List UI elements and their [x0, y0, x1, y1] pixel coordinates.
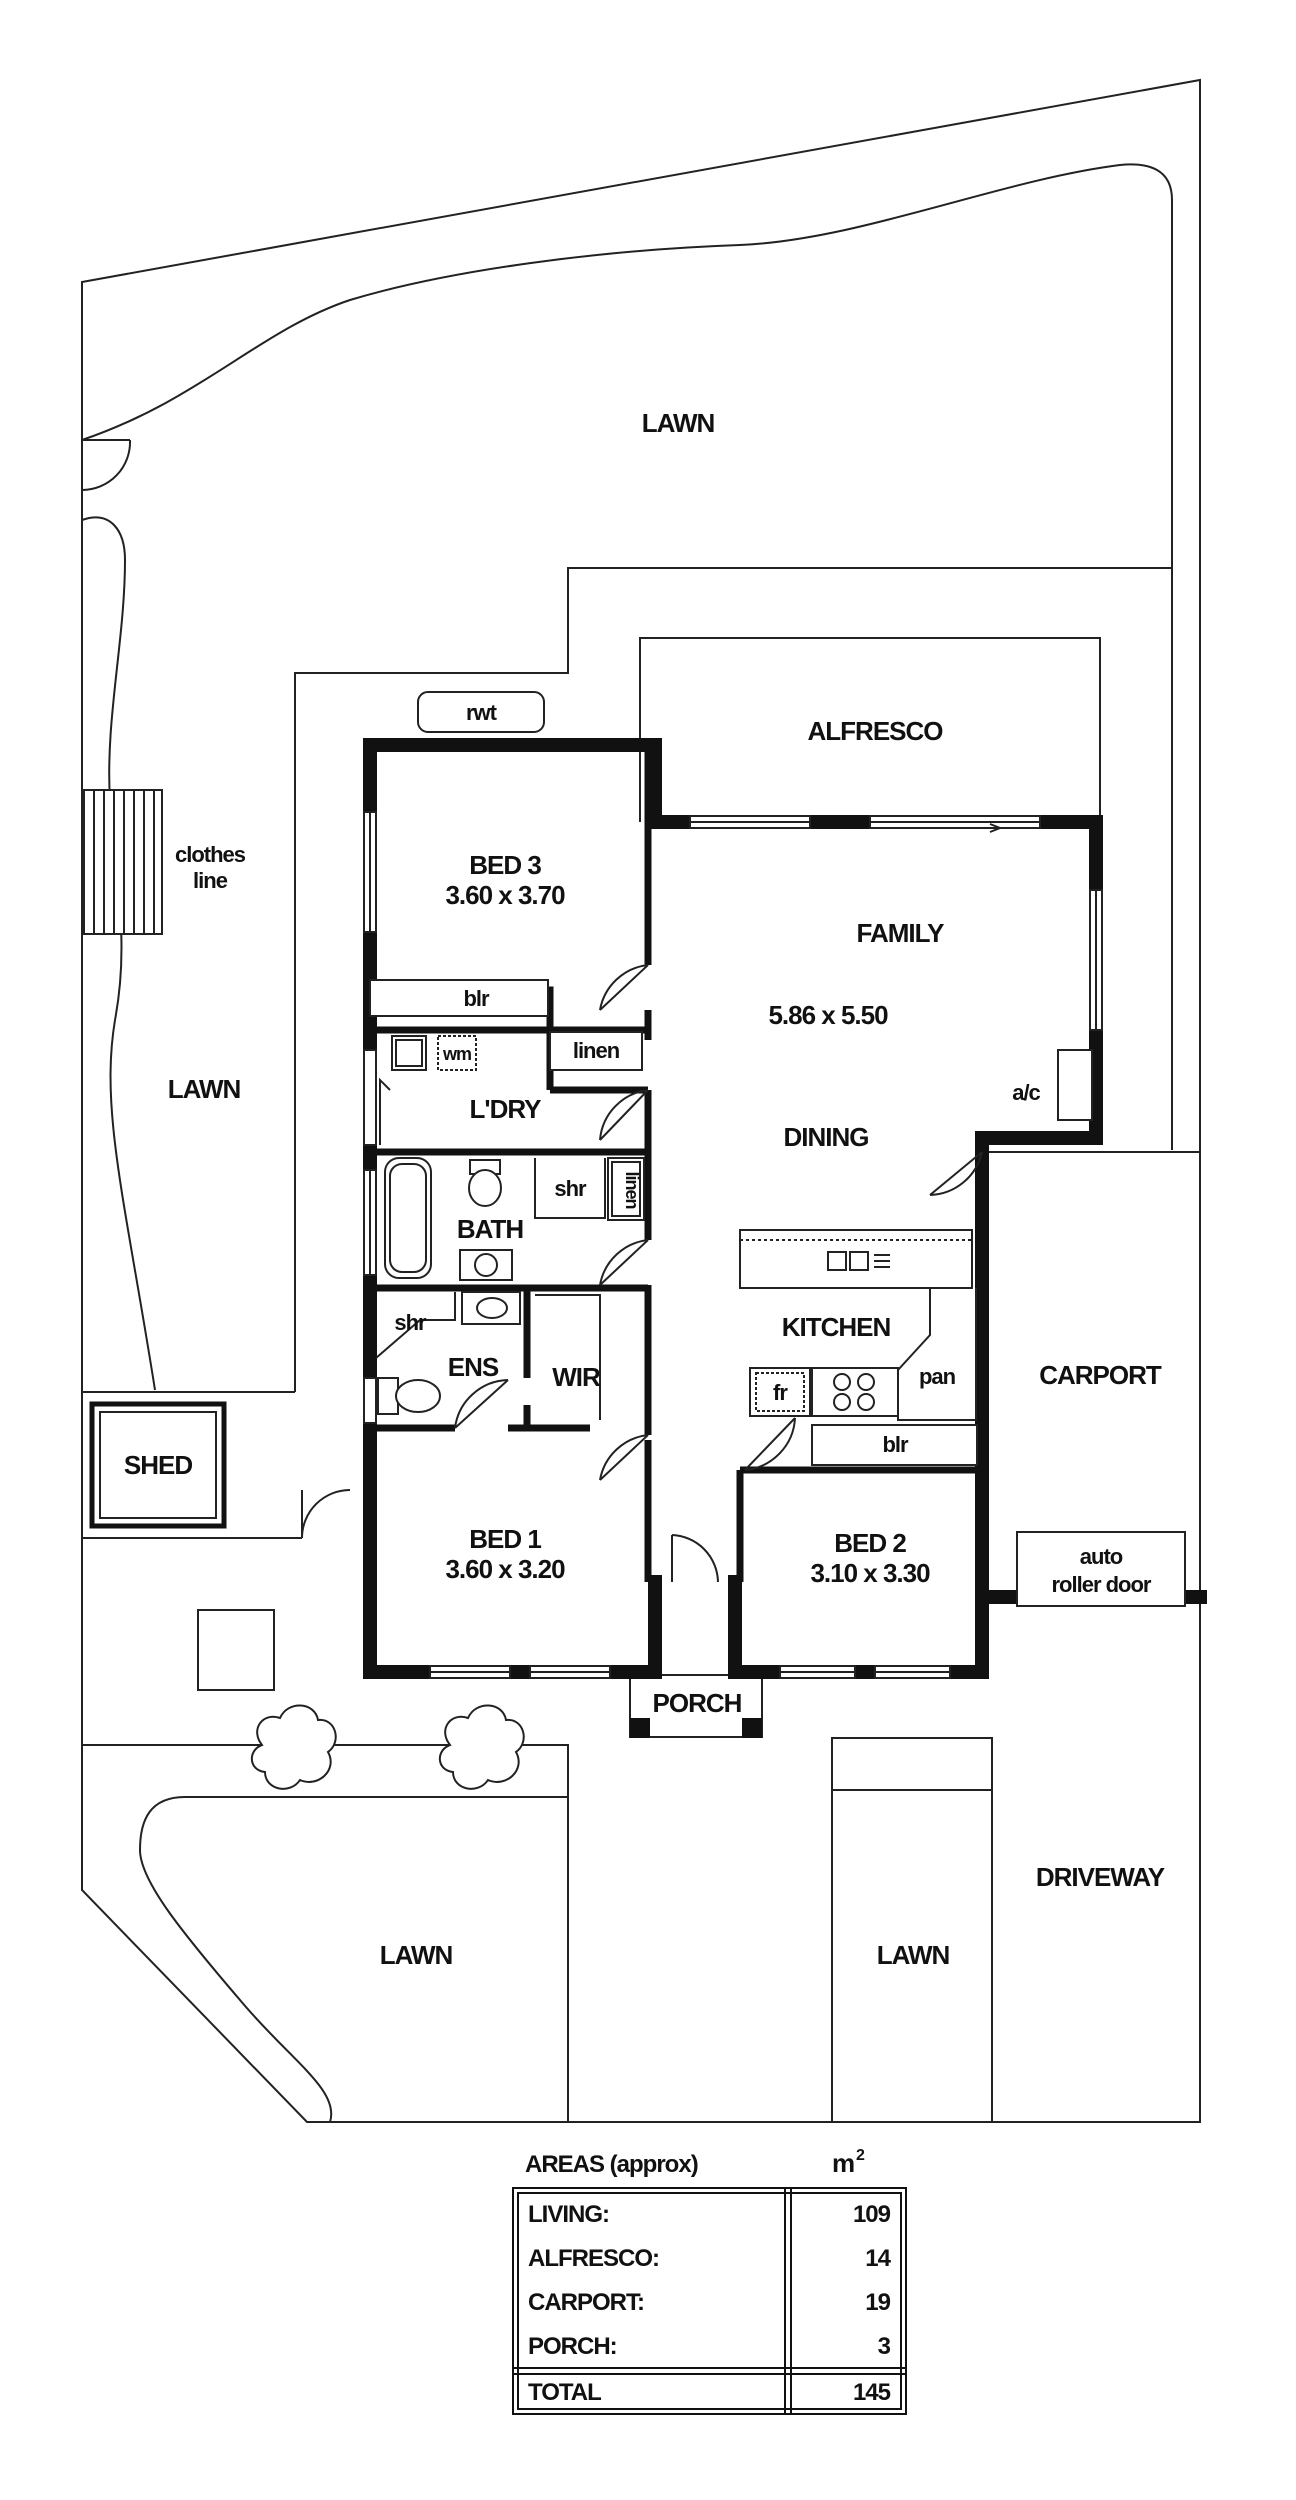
label-bed1: BED 1: [469, 1524, 541, 1554]
label-blr-bed3: blr: [463, 986, 490, 1011]
label-ens: ENS: [448, 1352, 499, 1382]
label-ac: a/c: [1012, 1080, 1040, 1105]
areas-unit-sup: 2: [856, 2147, 865, 2164]
label-dining: DINING: [784, 1122, 869, 1152]
areas-table: AREAS (approx) m 2 LIVING: 109 ALFRESCO:…: [512, 2147, 907, 2415]
areas-row-value: 109: [853, 2201, 891, 2228]
label-bed2-dim: 3.10 x 3.30: [810, 1558, 930, 1588]
areas-row-value: 3: [878, 2333, 891, 2360]
areas-row-label: PORCH:: [528, 2333, 617, 2360]
areas-row-label: LIVING:: [528, 2201, 609, 2228]
areas-row-label: ALFRESCO:: [528, 2245, 659, 2272]
areas-row-value: 14: [865, 2245, 891, 2272]
label-porch: PORCH: [653, 1688, 742, 1718]
tree-right-icon: [438, 1704, 525, 1790]
label-rwt: rwt: [466, 700, 498, 725]
label-line: line: [193, 868, 228, 893]
fixture-labels: rwt clothes line blr linen wm shr linen …: [175, 700, 1153, 1597]
label-fr: fr: [773, 1380, 788, 1405]
label-kitchen: KITCHEN: [782, 1312, 891, 1342]
clothes-line-icon: [83, 789, 163, 935]
areas-total-label: TOTAL: [528, 2379, 601, 2406]
areas-total-value: 145: [853, 2379, 891, 2406]
label-lawn-rear: LAWN: [642, 408, 715, 438]
alfresco-outline: [639, 637, 1101, 822]
label-carport: CARPORT: [1039, 1360, 1162, 1390]
label-shr-ens: shr: [394, 1310, 427, 1335]
label-bath: BATH: [457, 1214, 524, 1244]
areas-title: AREAS (approx): [525, 2151, 698, 2178]
doors: [379, 964, 983, 1583]
areas-row-value: 19: [865, 2289, 890, 2316]
areas-unit: m: [832, 2148, 854, 2178]
label-laundry: L'DRY: [470, 1094, 542, 1124]
label-roller-1: auto: [1080, 1544, 1123, 1569]
site-boundary: [81, 78, 1201, 2123]
fixtures: [369, 979, 1186, 1607]
rainwater-tank: [417, 691, 545, 733]
label-linen-laundry: linen: [573, 1038, 620, 1063]
label-blr-bed2: blr: [882, 1432, 909, 1457]
room-labels: LAWN LAWN LAWN LAWN ALFRESCO BED 3 3.60 …: [124, 408, 1166, 1970]
label-clothes: clothes: [175, 842, 246, 867]
shed: [89, 1401, 227, 1529]
label-alfresco: ALFRESCO: [808, 716, 944, 746]
windows: [363, 811, 1103, 1679]
label-lawn-front-left: LAWN: [380, 1940, 453, 1970]
label-bed3-dim: 3.60 x 3.70: [445, 880, 565, 910]
label-linen-bath: linen: [622, 1171, 642, 1208]
label-family: FAMILY: [857, 918, 945, 948]
label-lawn-left: LAWN: [168, 1074, 241, 1104]
label-wm: wm: [442, 1044, 471, 1064]
label-pan: pan: [919, 1364, 956, 1389]
label-shr-bath: shr: [554, 1176, 587, 1201]
label-family-dim: 5.86 x 5.50: [768, 1000, 888, 1030]
label-roller-2: roller door: [1051, 1572, 1151, 1597]
label-wir: WIR: [552, 1362, 601, 1392]
label-bed2: BED 2: [834, 1528, 906, 1558]
label-bed3: BED 3: [469, 850, 541, 880]
label-driveway: DRIVEWAY: [1036, 1862, 1165, 1892]
label-lawn-front-mid: LAWN: [877, 1940, 950, 1970]
label-bed1-dim: 3.60 x 3.20: [445, 1554, 565, 1584]
areas-row-label: CARPORT:: [528, 2289, 644, 2316]
tree-left-icon: [250, 1704, 337, 1790]
label-shed: SHED: [124, 1450, 192, 1480]
